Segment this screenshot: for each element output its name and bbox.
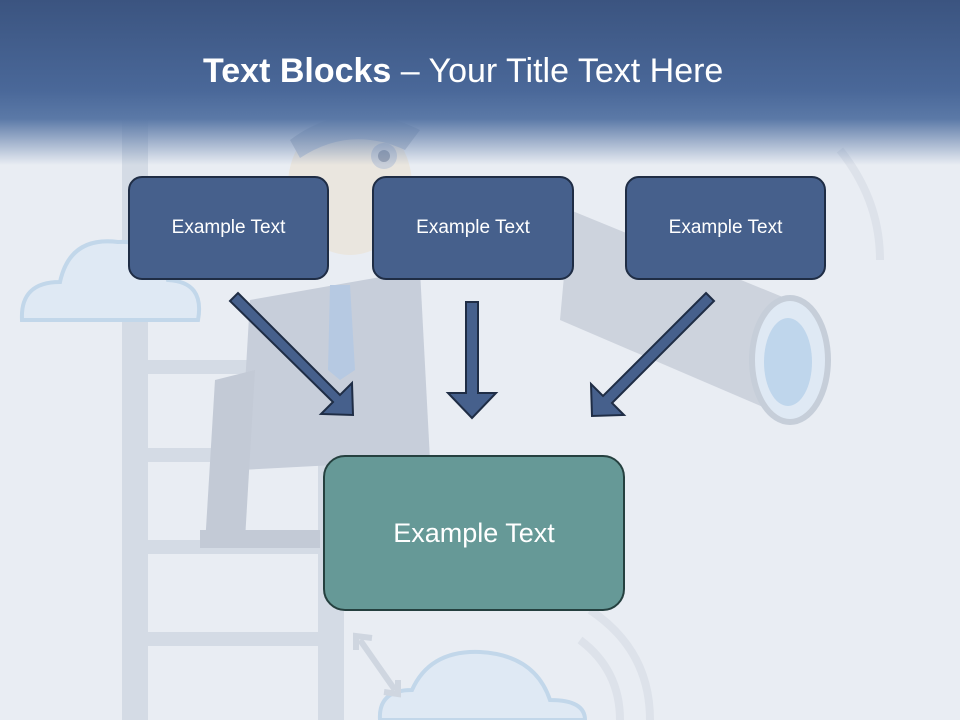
source-block-1-label: Example Text xyxy=(171,217,286,238)
telescope-illustration xyxy=(560,210,831,425)
source-block-2: Example Text xyxy=(372,176,574,280)
target-block-label: Example Text xyxy=(393,517,555,548)
source-block-3: Example Text xyxy=(625,176,826,280)
slide-title: Text Blocks – Your Title Text Here xyxy=(203,52,723,91)
target-block: Example Text xyxy=(323,455,625,611)
source-block-3-label: Example Text xyxy=(668,217,783,238)
source-block-1: Example Text xyxy=(128,176,329,280)
arrow-right xyxy=(589,291,716,418)
title-rest: – Your Title Text Here xyxy=(391,52,724,90)
source-block-2-label: Example Text xyxy=(416,217,530,238)
title-bold: Text Blocks xyxy=(203,52,392,90)
arrows-decoration xyxy=(353,632,401,698)
title-banner xyxy=(0,0,960,165)
arrow-center xyxy=(445,301,499,420)
arrow-left xyxy=(228,291,355,417)
